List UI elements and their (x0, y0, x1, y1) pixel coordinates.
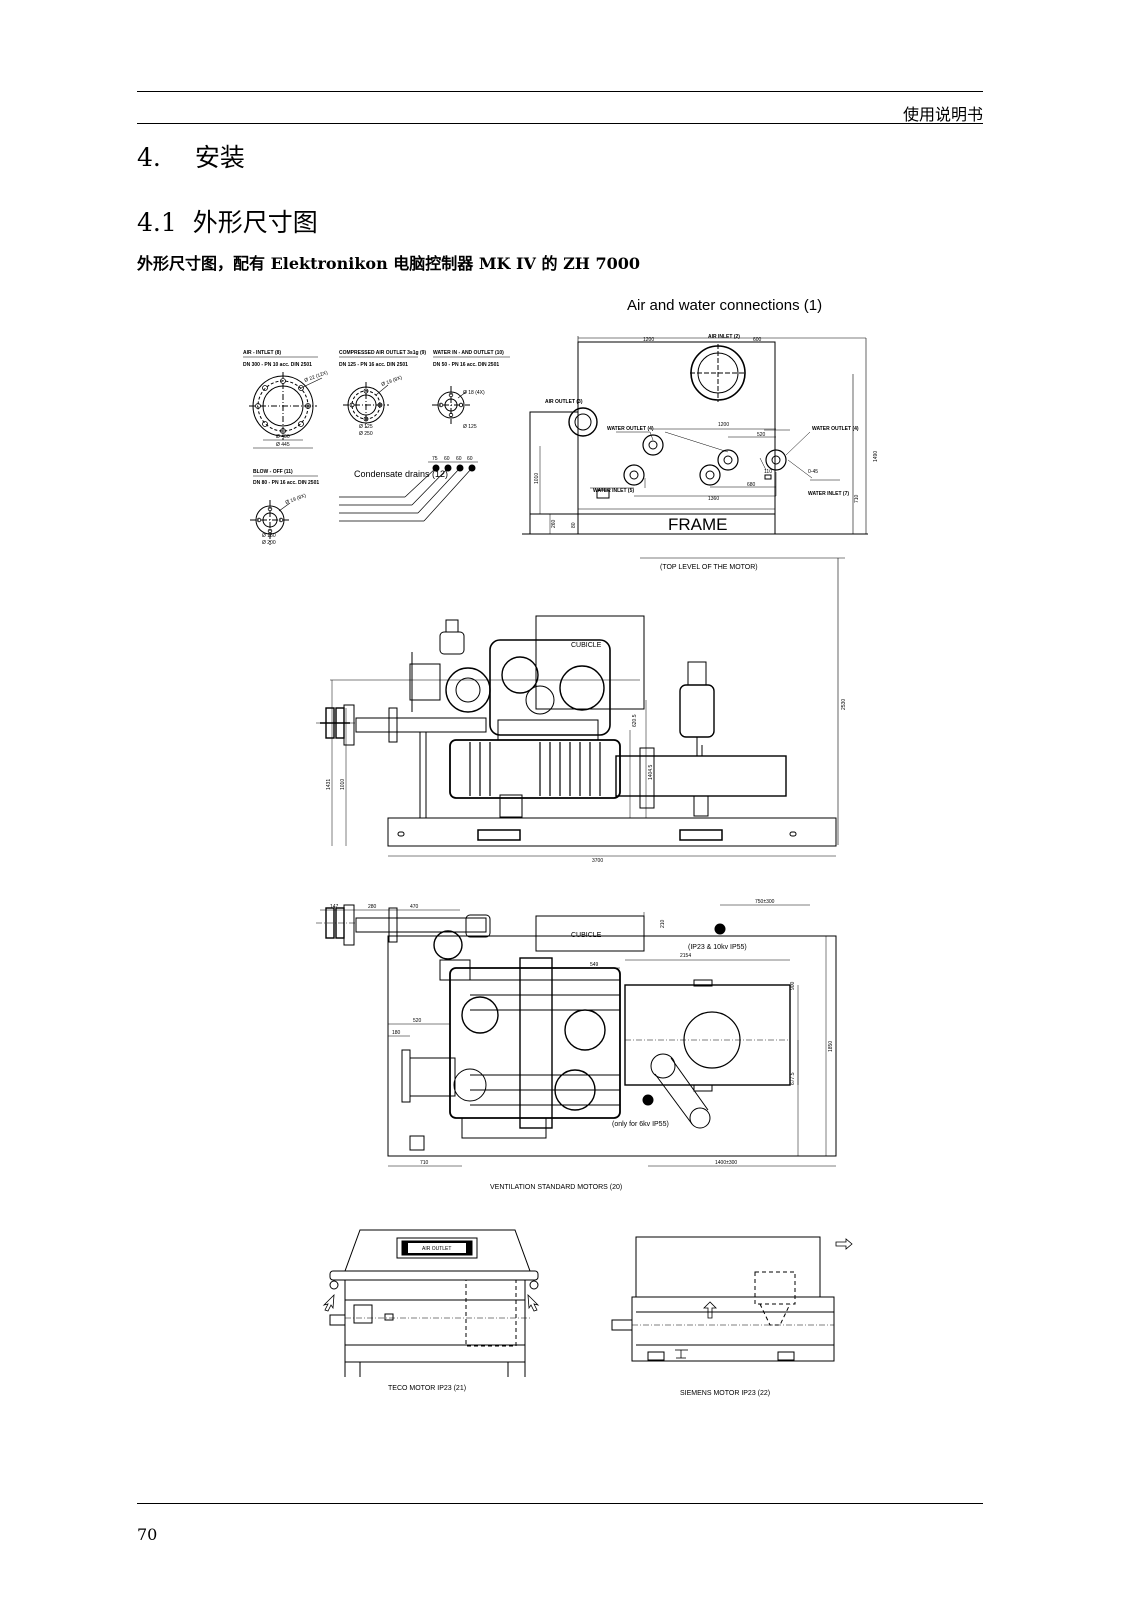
air-inlet-dim-400: Ø 400 (276, 434, 290, 440)
siemens-label: SIEMENS MOTOR IP23 (22) (680, 1390, 770, 1397)
plan-dim-549: 549 (590, 962, 599, 968)
ventilation-label: VENTILATION STANDARD MOTORS (20) (490, 1184, 622, 1191)
side-dim-1431: 1431 (326, 779, 332, 790)
blowoff-flange (250, 500, 291, 545)
dim-1200-mid: 1200 (718, 422, 729, 428)
blowoff-dim-160: Ø 160 (262, 533, 276, 539)
blowoff-dim-200: Ø 200 (262, 540, 276, 546)
dim-520: 520 (757, 432, 766, 438)
section-number: 4. (137, 143, 161, 172)
air-inlet-flange (249, 372, 323, 449)
condensate-drains: Condensate drains (12) 75 60 60 60 (339, 456, 478, 522)
side-dim-620: 620.5 (632, 714, 638, 727)
side-cubicle-label: CUBICLE (571, 642, 602, 649)
condensate-dim-60c: 60 (467, 456, 473, 462)
side-dim-1010: 1010 (340, 779, 346, 790)
dim-680: 680 (747, 482, 756, 488)
water-flange (432, 386, 470, 424)
teco-label: TECO MOTOR IP23 (21) (388, 1385, 466, 1392)
water-dim-holes: Ø 18 (4X) (463, 390, 485, 396)
air-outlet3-label: AIR OUTLET (3) (545, 399, 583, 405)
blowoff-label: BLOW - OFF (11) (253, 469, 293, 475)
top-level-label: (TOP LEVEL OF THE MOTOR) (660, 564, 758, 571)
plan-cubicle-label: CUBICLE (571, 932, 602, 939)
comp-outlet-label: COMPRESSED AIR OUTLET 3s1g (9) (339, 350, 426, 356)
air-inlet-label: AIR - INTLET (8) (243, 350, 281, 356)
comp-outlet-dim-125: Ø 125 (359, 424, 373, 430)
plan-dim-180: 180 (392, 1030, 401, 1036)
only6kv-label: (only for 6kv IP55) (612, 1121, 669, 1128)
page-number: 70 (137, 1525, 158, 1544)
header-rule-top (137, 91, 983, 92)
side-dim-3700: 3700 (592, 858, 603, 864)
header-doc-title: 使用说明书 (902, 105, 983, 124)
air-inlet-dim-445: Ø 445 (276, 442, 290, 448)
condensate-dim-75: 75 (432, 456, 438, 462)
dim-710: 710 (854, 494, 860, 503)
plan-dim-280: 280 (368, 904, 377, 910)
subsection-number: 4.1 (137, 208, 177, 237)
plan-dim-1400: 1400±300 (715, 1160, 737, 1166)
connections-title: Air and water connections (1) (627, 297, 822, 314)
figure-caption: 外形尺寸图，配有 Elektronikon 电脑控制器 MK IV 的 ZH 7… (137, 254, 640, 273)
section-title: 安装 (194, 143, 245, 172)
plan-dim-210: 210 (660, 919, 666, 928)
plan-dim-900: 900 (790, 981, 796, 990)
comp-outlet-dim-holes: Ø 19 (8X) (381, 375, 404, 388)
footer-rule (137, 1503, 983, 1504)
dim-1490: 1490 (873, 451, 879, 462)
connections-frame-view (522, 336, 868, 535)
header-rule-bottom (137, 123, 983, 124)
dim-1360: 1360 (708, 496, 719, 502)
dim-260: 260 (551, 519, 557, 528)
water-label: WATER IN - AND OUTLET (10) (433, 350, 504, 356)
plan-view: CUBICLE (316, 899, 837, 1191)
side-elevation: (TOP LEVEL OF THE MOTOR) CUBICLE (316, 557, 847, 864)
comp-outlet-dim-250: Ø 250 (359, 431, 373, 437)
side-dim-1404: 1404.5 (648, 764, 654, 780)
side-dim-2530: 2530 (841, 699, 847, 710)
dim-600-top: 600 (753, 337, 762, 343)
blowoff-spec: DN 80 - PN 16 acc. DIN 2501 (253, 480, 319, 486)
teco-motor: AIR OUTLET TECO MOTOR IP23 (21) (322, 1229, 540, 1392)
subsection-heading: 4.1 外形尺寸图 (137, 203, 318, 239)
blowoff-dim-holes: Ø 19 (8X) (285, 493, 308, 506)
water-spec: DN 50 - PN 16 acc. DIN 2501 (433, 362, 499, 368)
air-inlet-dim-holes: Ø 22 (12X) (304, 370, 329, 384)
comp-outlet-flange (343, 382, 389, 428)
plan-dim-520: 520 (413, 1018, 422, 1024)
condensate-label: Condensate drains (12) (354, 469, 448, 479)
subsection-title: 外形尺寸图 (192, 208, 318, 237)
dim-80: 80 (571, 522, 577, 528)
ip23-label: (IP23 & 10kv IP55) (688, 944, 747, 951)
plan-dim-710: 710 (420, 1160, 429, 1166)
plan-dim-470: 470 (410, 904, 419, 910)
section-heading: 4. 安装 (137, 138, 245, 174)
air-inlet-spec: DN 300 - PN 10 acc. DIN 2501 (243, 362, 312, 368)
plan-dim-2154: 2154 (680, 953, 691, 959)
water-inlet-5-label: WATER INLET (5) (593, 488, 634, 494)
teco-plate-label: AIR OUTLET (422, 1246, 451, 1252)
water-outlet-4b-label: WATER OUTLET (4) (812, 426, 859, 432)
plan-dim-147: 147 (330, 904, 339, 910)
plan-dim-677: 677.5 (790, 1072, 796, 1085)
siemens-motor: SIEMENS MOTOR IP23 (22) (611, 1236, 853, 1397)
water-inlet-7-label: WATER INLET (7) (808, 491, 849, 497)
dim-1200-top: 1200 (643, 337, 654, 343)
dim-110: 110 (764, 469, 772, 475)
dim-0-45: 0-45 (808, 469, 818, 475)
water-dim-125: Ø 125 (463, 424, 477, 430)
air-inlet2-label: AIR INLET (2) (708, 334, 740, 340)
plan-dim-1850: 1850 (828, 1041, 834, 1052)
plan-dim-750: 750±300 (755, 899, 775, 905)
comp-outlet-spec: DN 125 - PN 16 acc. DIN 2501 (339, 362, 408, 368)
water-outlet-4a-label: WATER OUTLET (4) (607, 426, 654, 432)
dim-1010: 1010 (534, 473, 540, 484)
frame-label: FRAME (668, 515, 728, 534)
condensate-dim-60b: 60 (456, 456, 462, 462)
condensate-dim-60a: 60 (444, 456, 450, 462)
